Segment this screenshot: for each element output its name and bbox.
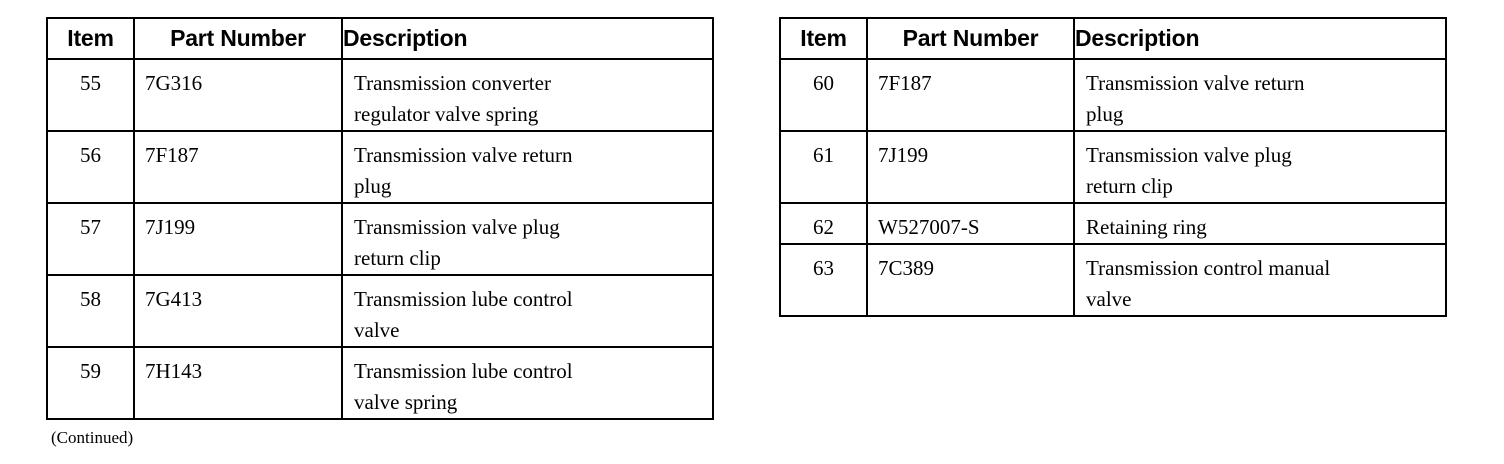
description-line: regulator valve spring xyxy=(354,102,539,126)
cell-description: Retaining ring xyxy=(1073,202,1447,245)
cell-item: 58 xyxy=(46,274,135,348)
table-row: 61 7J199 Transmission valve plug return … xyxy=(779,130,1447,204)
cell-description: Transmission lube control valve spring xyxy=(341,346,714,420)
cell-item: 59 xyxy=(46,346,135,420)
cell-part-number: 7G413 xyxy=(133,274,343,348)
cell-description: Transmission valve plug return clip xyxy=(1073,130,1447,204)
cell-part-number: 7F187 xyxy=(133,130,343,204)
column-header-description: Description xyxy=(341,17,714,60)
cell-part-number: 7J199 xyxy=(133,202,343,276)
cell-description: Transmission valve plug return clip xyxy=(341,202,714,276)
description-line: Transmission control manual xyxy=(1086,256,1331,280)
cell-item: 57 xyxy=(46,202,135,276)
parts-table-left: Item Part Number Description 55 7G316 Tr… xyxy=(46,17,714,420)
cell-description: Transmission converter regulator valve s… xyxy=(341,58,714,132)
column-header-item: Item xyxy=(779,17,868,60)
description-line: Transmission converter xyxy=(354,71,551,95)
cell-part-number: 7H143 xyxy=(133,346,343,420)
cell-part-number: 7J199 xyxy=(866,130,1075,204)
table-row: 58 7G413 Transmission lube control valve xyxy=(46,274,714,348)
cell-part-number: 7F187 xyxy=(866,58,1075,132)
table-row: 59 7H143 Transmission lube control valve… xyxy=(46,346,714,420)
cell-description: Transmission lube control valve xyxy=(341,274,714,348)
cell-part-number: W527007-S xyxy=(866,202,1075,245)
cell-description: Transmission valve return plug xyxy=(1073,58,1447,132)
cell-item: 56 xyxy=(46,130,135,204)
column-header-part-number: Part Number xyxy=(133,17,343,60)
table-row: 62 W527007-S Retaining ring xyxy=(779,202,1447,245)
table-row: 56 7F187 Transmission valve return plug xyxy=(46,130,714,204)
table-left-header: Item Part Number Description xyxy=(46,17,714,60)
table-right-body: 60 7F187 Transmission valve return plug … xyxy=(779,58,1447,317)
table-row: 63 7C389 Transmission control manual val… xyxy=(779,243,1447,317)
table-row: 55 7G316 Transmission converter regulato… xyxy=(46,58,714,132)
description-line: Transmission valve return xyxy=(1086,71,1305,95)
description-line: Retaining ring xyxy=(1086,215,1207,239)
cell-item: 55 xyxy=(46,58,135,132)
column-header-part-number: Part Number xyxy=(866,17,1075,60)
description-line: plug xyxy=(354,174,392,198)
column-header-description: Description xyxy=(1073,17,1447,60)
cell-item: 63 xyxy=(779,243,868,317)
description-line: plug xyxy=(1086,102,1124,126)
cell-description: Transmission valve return plug xyxy=(341,130,714,204)
parts-table-right: Item Part Number Description 60 7F187 Tr… xyxy=(779,17,1447,317)
table-header-row: Item Part Number Description xyxy=(46,17,714,60)
table-row: 57 7J199 Transmission valve plug return … xyxy=(46,202,714,276)
cell-part-number: 7G316 xyxy=(133,58,343,132)
description-line: valve spring xyxy=(354,390,458,414)
description-line: return clip xyxy=(354,246,441,270)
continued-caption: (Continued) xyxy=(51,428,134,447)
description-line: return clip xyxy=(1086,174,1173,198)
cell-part-number: 7C389 xyxy=(866,243,1075,317)
table-row: 60 7F187 Transmission valve return plug xyxy=(779,58,1447,132)
description-line: Transmission valve return xyxy=(354,143,573,167)
description-line: valve xyxy=(1086,287,1132,311)
column-header-item: Item xyxy=(46,17,135,60)
table-left-body: 55 7G316 Transmission converter regulato… xyxy=(46,58,714,420)
cell-item: 62 xyxy=(779,202,868,245)
description-line: Transmission valve plug xyxy=(354,215,560,239)
cell-item: 61 xyxy=(779,130,868,204)
table-header-row: Item Part Number Description xyxy=(779,17,1447,60)
cell-item: 60 xyxy=(779,58,868,132)
description-line: Transmission valve plug xyxy=(1086,143,1292,167)
table-right-header: Item Part Number Description xyxy=(779,17,1447,60)
description-line: Transmission lube control xyxy=(354,287,573,311)
cell-description: Transmission control manual valve xyxy=(1073,243,1447,317)
description-line: valve xyxy=(354,318,400,342)
description-line: Transmission lube control xyxy=(354,359,573,383)
